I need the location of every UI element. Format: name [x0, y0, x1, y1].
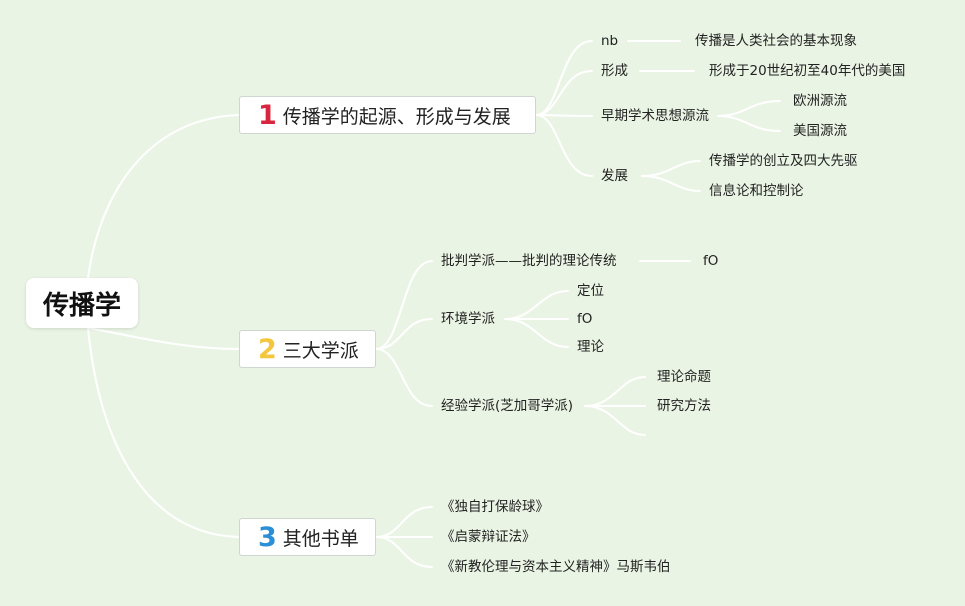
subtopic-nb[interactable]: nb [601, 33, 619, 49]
subtopic-early-thought[interactable]: 早期学术思想源流 [601, 108, 709, 124]
leaf-critical-fo[interactable]: fO [703, 253, 719, 269]
leaf-research-method[interactable]: 研究方法 [657, 398, 711, 414]
book-protestant-ethic[interactable]: 《新教伦理与资本主义精神》马斯韦伯 [441, 559, 671, 575]
branch-number-2: 2 [258, 333, 277, 365]
branch-topic-2[interactable]: 2 三大学派 [239, 330, 376, 368]
leaf-theory[interactable]: 理论 [577, 339, 604, 355]
root-topic-label: 传播学 [42, 290, 121, 321]
subtopic-environment-school[interactable]: 环境学派 [441, 311, 495, 327]
book-dialectic-of-enlightenment[interactable]: 《启蒙辩证法》 [441, 529, 536, 545]
root-topic[interactable]: 传播学 [26, 278, 138, 328]
leaf-formation-detail[interactable]: 形成于20世纪初至40年代的美国 [709, 63, 906, 79]
leaf-founding-pioneers[interactable]: 传播学的创立及四大先驱 [709, 153, 858, 169]
branch-number-3: 3 [258, 521, 277, 553]
branch-label-2: 三大学派 [282, 339, 359, 362]
subtopic-empirical-school[interactable]: 经验学派(芝加哥学派) [441, 398, 574, 414]
branch-topic-3[interactable]: 3 其他书单 [239, 518, 376, 556]
connector-root-branch-1 [87, 114, 240, 279]
connector-root-branch-3 [87, 327, 240, 538]
book-bowling-alone[interactable]: 《独自打保龄球》 [441, 499, 549, 515]
leaf-basic-phenomenon[interactable]: 传播是人类社会的基本现象 [695, 33, 857, 49]
branch-topic-1[interactable]: 1 传播学的起源、形成与发展 [239, 96, 536, 134]
branch-label-1: 传播学的起源、形成与发展 [282, 105, 511, 128]
branch-number-1: 1 [258, 99, 277, 131]
subtopic-formation[interactable]: 形成 [601, 63, 628, 79]
leaf-information-cybernetics[interactable]: 信息论和控制论 [709, 183, 804, 199]
connector-root-branch-2 [87, 327, 240, 350]
branch-label-3: 其他书单 [282, 527, 359, 550]
leaf-theoretical-proposition[interactable]: 理论命题 [657, 369, 711, 385]
leaf-environment-fo[interactable]: fO [577, 311, 593, 327]
subtopic-development[interactable]: 发展 [601, 168, 628, 184]
leaf-european-source[interactable]: 欧洲源流 [793, 93, 847, 109]
leaf-positioning[interactable]: 定位 [577, 283, 604, 299]
subtopic-critical-school[interactable]: 批判学派——批判的理论传统 [441, 253, 617, 269]
leaf-american-source[interactable]: 美国源流 [793, 123, 847, 139]
